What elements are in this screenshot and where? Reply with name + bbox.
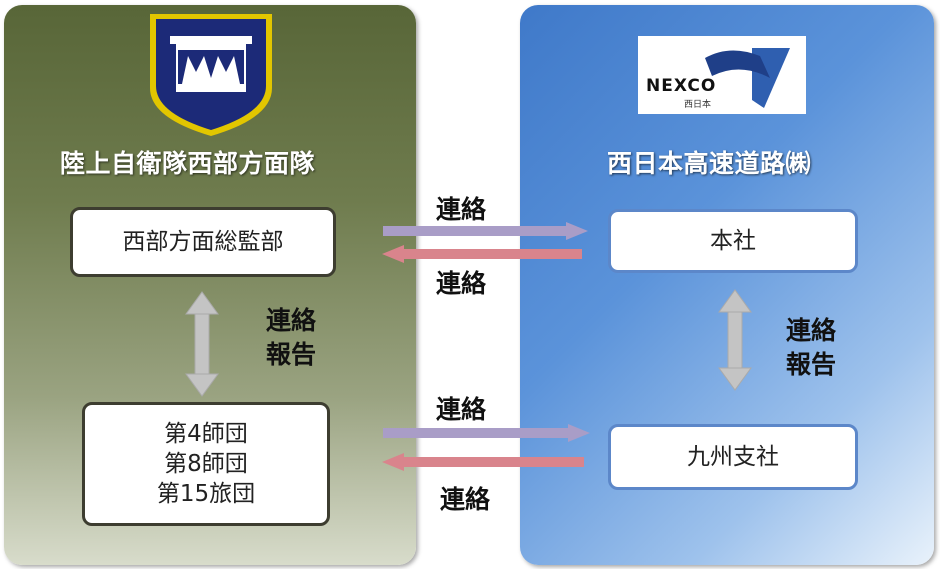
contact-report-label-left: 連絡 報告 [266,304,316,372]
nexco-logo-icon [638,36,806,114]
unit-8th-division: 第8師団 [164,451,248,477]
western-army-hq-label: 西部方面総監部 [122,229,284,255]
unit-4th-division: 第4師団 [164,421,248,447]
contact-report-label-left-line2: 報告 [266,340,317,369]
nexco-kyushu-branch-label: 九州支社 [687,444,779,470]
unit-15th-brigade: 第15旅団 [156,481,256,507]
contact-report-label-right: 連絡 報告 [786,314,836,382]
contact-label-bottom-upper: 連絡 [436,395,487,424]
arrow-left-to-right-bottom [383,424,590,442]
vertical-double-arrow-right [718,289,752,391]
divisions-box: 第4師団 第8師団 第15旅団 [82,402,330,526]
right-org-title: 西日本高速道路㈱ [607,149,812,178]
contact-report-label-right-line2: 報告 [786,350,837,379]
jgsdf-emblem-icon [150,14,272,136]
contact-label-bottom-lower: 連絡 [440,485,491,514]
contact-label-top-upper: 連絡 [436,195,487,224]
nexco-logo-subtext: 西日本 [684,100,712,110]
nexco-head-office-label: 本社 [710,228,756,254]
arrow-right-to-left-bottom [382,453,584,471]
arrow-left-to-right-top [383,222,588,240]
vertical-double-arrow-left [185,291,219,397]
contact-report-label-right-line1: 連絡 [786,316,837,345]
western-army-hq-box: 西部方面総監部 [70,207,336,277]
arrow-right-to-left-top [382,245,582,263]
contact-report-label-left-line1: 連絡 [266,306,317,335]
nexco-logo-text: NEXCO [646,76,717,96]
contact-label-top-lower: 連絡 [436,269,487,298]
nexco-kyushu-branch-box: 九州支社 [608,424,858,490]
nexco-head-office-box: 本社 [608,209,858,273]
left-org-title: 陸上自衛隊西部方面隊 [60,149,316,178]
